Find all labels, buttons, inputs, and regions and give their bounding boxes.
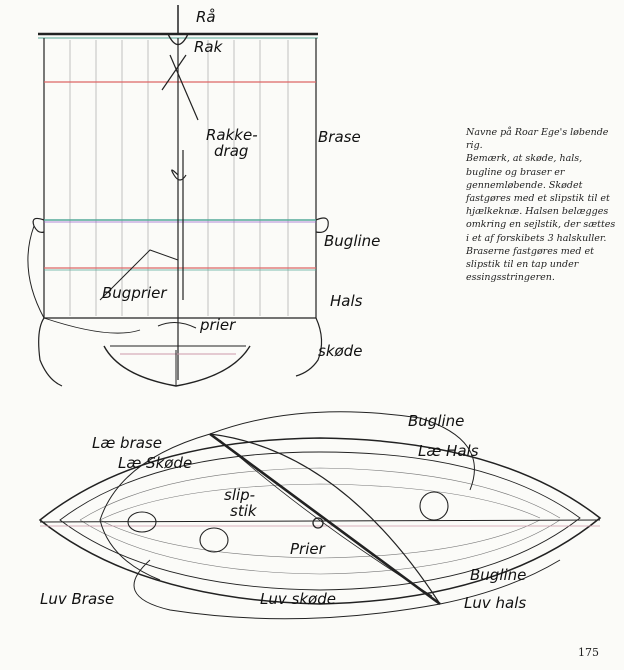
label-bugline-top: Bugline	[408, 412, 464, 430]
label-slipstik-2: stik	[230, 502, 258, 520]
label-prier: prier	[199, 316, 236, 334]
top-sail-diagram	[27, 5, 329, 387]
label-bugprier: Bugprier	[102, 284, 167, 302]
yard-diagonal	[209, 432, 441, 606]
label-slipstik-1: slip-	[224, 486, 255, 504]
page-number: 175	[578, 646, 599, 659]
label-bugline-right: Bugline	[470, 566, 526, 584]
label-skode: skøde	[318, 342, 362, 360]
label-prier-bottom: Prier	[290, 540, 326, 558]
sail-outline	[43, 38, 317, 319]
label-luv-brase: Luv Brase	[40, 590, 114, 608]
label-bugline: Bugline	[324, 232, 380, 250]
caption-body: Bemærk, at skøde, hals, bugline og brase…	[466, 153, 616, 284]
label-rakkedrag-2: drag	[214, 142, 248, 160]
label-lae-hals: Læ Hals	[418, 442, 479, 460]
label-hals: Hals	[330, 292, 363, 310]
label-luv-hals: Luv hals	[464, 594, 526, 612]
label-ra: Rå	[196, 8, 216, 26]
label-brase: Brase	[318, 128, 361, 146]
bottom-ship-diagram	[38, 411, 602, 620]
label-lae-skode: Læ Skøde	[118, 454, 192, 472]
label-lae-brase: Læ brase	[92, 434, 162, 452]
label-rak: Rak	[194, 38, 224, 56]
hull-outline	[38, 437, 602, 605]
hull-section	[103, 345, 251, 387]
label-luv-skode: Luv skøde	[260, 590, 336, 608]
caption-title: Navne på Roar Ege's løbende rig.	[466, 127, 609, 152]
sail-curve	[209, 433, 441, 605]
caption: Navne på Roar Ege's løbende rig. Bemærk,…	[466, 126, 616, 284]
label-rakkedrag-1: Rakke-	[206, 126, 258, 144]
